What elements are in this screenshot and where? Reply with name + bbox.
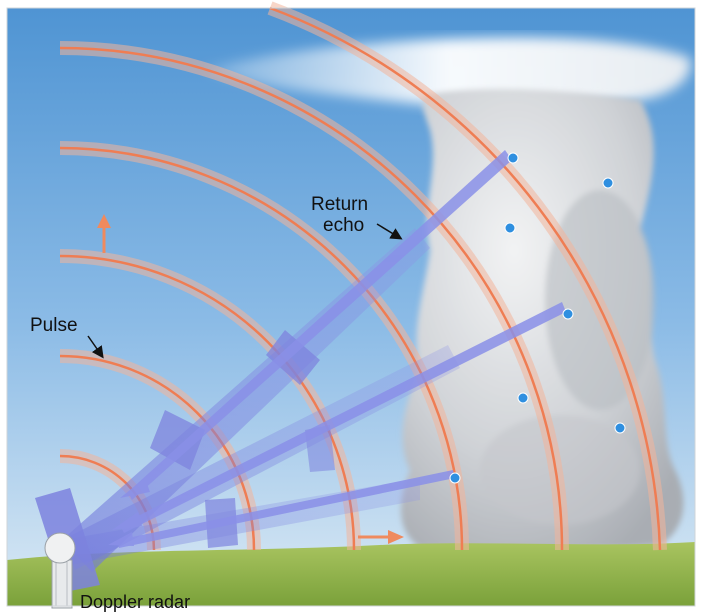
- water-droplets: [449, 152, 626, 484]
- water-droplet-icon: [602, 177, 614, 189]
- ground: [7, 542, 695, 606]
- pulse-label: Pulse: [30, 315, 78, 336]
- return-echo-pointer: [376, 223, 403, 240]
- frame-border: [6, 7, 696, 607]
- outward-arrow-icon: [358, 530, 404, 544]
- water-droplet-icon: [562, 308, 574, 320]
- radar-tower-icon: [44, 532, 76, 609]
- return-echo-label-line2: echo: [323, 215, 365, 236]
- outward-arrow-icon: [97, 214, 111, 253]
- water-droplet-icon: [504, 222, 516, 234]
- return-echo-arrows: [108, 150, 566, 548]
- water-droplet-icon: [614, 422, 626, 434]
- doppler-radar-label: Doppler radar: [80, 592, 191, 612]
- pulse-pointer: [87, 335, 104, 359]
- pulse-wavefronts: [59, 1, 667, 551]
- cloud-anvil: [205, 37, 691, 109]
- water-droplet-icon: [449, 472, 461, 484]
- water-droplet-icon: [517, 392, 529, 404]
- return-echo-label-line1: Return: [311, 194, 369, 215]
- water-droplet-icon: [507, 152, 519, 164]
